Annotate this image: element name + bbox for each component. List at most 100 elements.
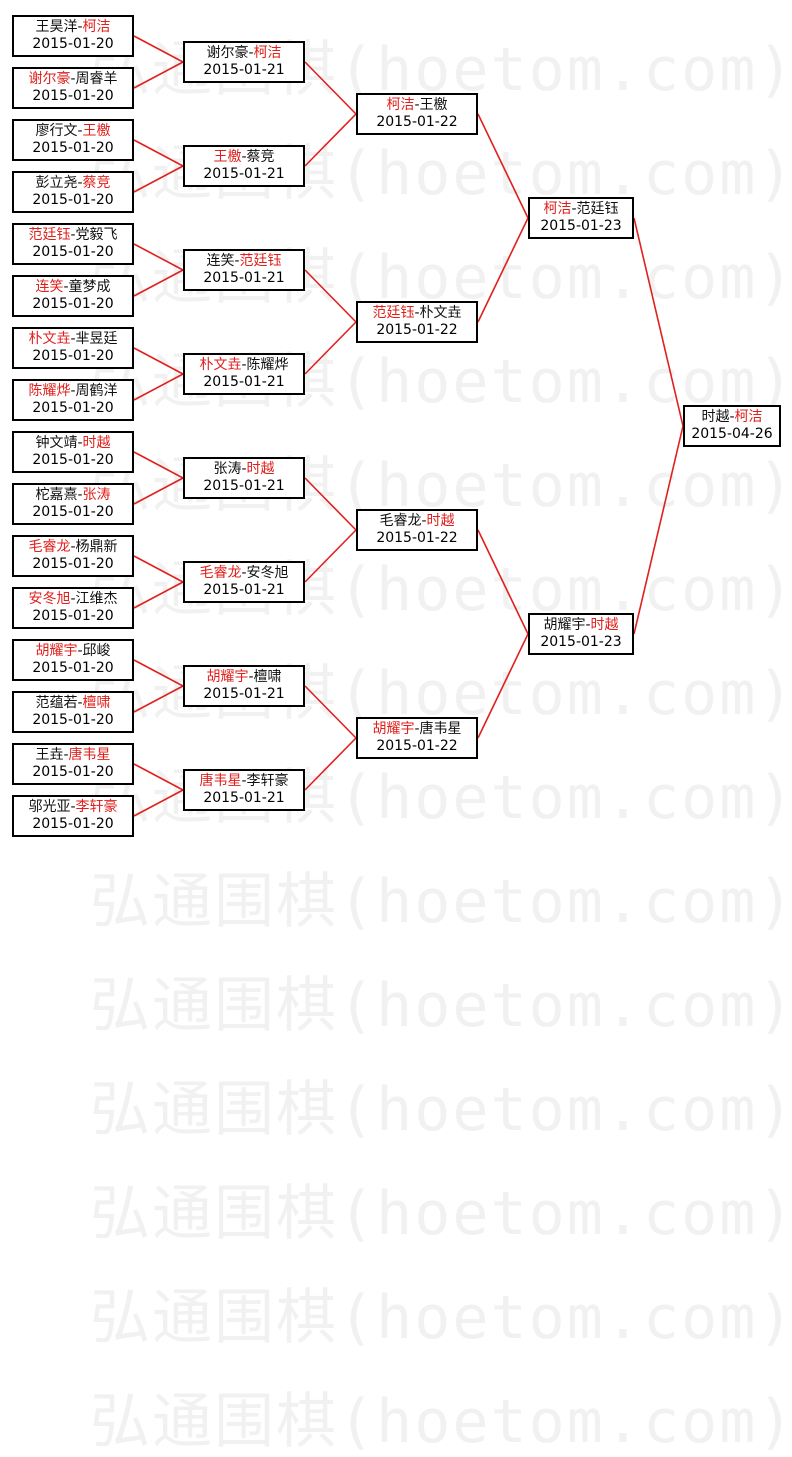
connector-line [133,477,184,505]
player-2-name: 范廷钰 [576,201,619,217]
player-1-name: 邬光亚 [28,799,71,815]
player-1-name: 唐韦星 [199,773,242,789]
separator: - [70,383,76,399]
connector-line [133,61,184,89]
separator: - [248,45,254,61]
watermark-line: 弘通围棋(hoetom.com)弘通 [90,1075,792,1145]
match-date: 2015-01-20 [32,88,114,104]
match-date: 2015-01-22 [376,114,458,130]
match-date: 2015-01-22 [376,322,458,338]
separator: - [234,253,240,269]
player-2-name: 杨鼎新 [75,539,118,555]
player-1-name: 范廷钰 [28,227,71,243]
player-2-name: 唐韦星 [68,747,111,763]
player-1-name: 范蕴若 [35,695,78,711]
match-date: 2015-01-20 [32,400,114,416]
connector-line [133,35,184,63]
connector-line [304,269,357,323]
connector-line [477,633,529,739]
connector-line [133,789,184,817]
match-date: 2015-01-20 [32,816,114,832]
connector-line [133,451,184,479]
match-players: 连笑-范廷钰 [185,253,303,270]
player-1-name: 胡耀宇 [35,643,78,659]
match-players: 胡耀宇-唐韦星 [358,721,476,738]
match-date: 2015-01-20 [32,140,114,156]
player-2-name: 檀啸 [253,669,282,685]
separator: - [70,227,76,243]
player-2-name: 朴文垚 [419,305,462,321]
player-1-name: 范廷钰 [372,305,415,321]
player-1-name: 柯洁 [386,97,415,113]
match-players: 王檄-蔡竞 [185,149,303,166]
player-2-name: 檀啸 [82,695,111,711]
match-players: 谢尔豪-柯洁 [185,45,303,62]
match-players: 范廷钰-党毅飞 [14,227,132,244]
watermark-line: 弘通围棋(hoetom.com)弘通 [90,1179,792,1249]
connector-line [133,347,184,375]
match-players: 胡耀宇-檀啸 [185,669,303,686]
player-1-name: 廖行文 [35,123,78,139]
player-1-name: 张涛 [213,461,242,477]
watermark-line: 弘通围棋(hoetom.com)弘通 [90,971,792,1041]
separator: - [241,149,247,165]
separator: - [70,331,76,347]
player-1-name: 朴文垚 [199,357,242,373]
match-players: 张涛-时越 [185,461,303,478]
separator: - [77,487,83,503]
player-2-name: 童梦成 [68,279,111,295]
match-players: 柯洁-王檄 [358,97,476,114]
watermark-line: 弘通围棋(hoetom.com)弘通 [90,867,792,937]
separator: - [63,747,69,763]
player-1-name: 毛睿龙 [199,565,242,581]
player-1-name: 毛睿龙 [28,539,71,555]
match-players: 钟文靖-时越 [14,435,132,452]
match-date: 2015-01-22 [376,738,458,754]
player-2-name: 安冬旭 [246,565,289,581]
connector-line [633,425,684,635]
player-2-name: 蔡竞 [82,175,111,191]
player-2-name: 范廷钰 [239,253,282,269]
separator: - [77,695,83,711]
player-1-name: 胡耀宇 [372,721,415,737]
match-date: 2015-01-21 [203,790,285,806]
separator: - [77,643,83,659]
match-date: 2015-04-26 [691,426,773,442]
connector-line [133,555,184,583]
connector-line [133,139,184,167]
separator: - [248,669,254,685]
separator: - [414,305,420,321]
player-2-name: 芈昱廷 [75,331,118,347]
match-players: 胡耀宇-时越 [530,617,632,634]
player-2-name: 柯洁 [253,45,282,61]
match-date: 2015-01-23 [540,634,622,650]
match-date: 2015-01-21 [203,582,285,598]
player-2-name: 党毅飞 [75,227,118,243]
player-1-name: 王檄 [213,149,242,165]
match-players: 毛睿龙-时越 [358,513,476,530]
match-date: 2015-01-21 [203,478,285,494]
player-1-name: 王垚 [35,747,64,763]
player-2-name: 时越 [426,513,455,529]
match-players: 邬光亚-李轩豪 [14,799,132,816]
separator: - [77,175,83,191]
player-2-name: 时越 [82,435,111,451]
separator: - [241,565,247,581]
player-1-name: 柁嘉熹 [35,487,78,503]
